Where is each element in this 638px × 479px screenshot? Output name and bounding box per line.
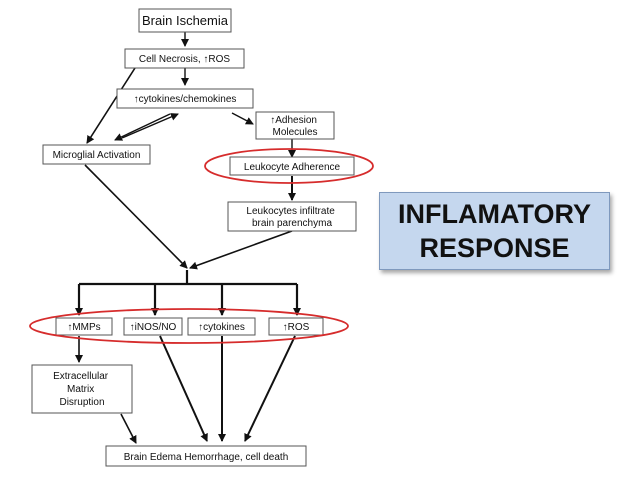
- node-leukocytes-infiltrate: Leukocytes infiltrate brain parenchyma: [227, 201, 357, 232]
- node-cytokines-chemokines: ↑cytokines/chemokines: [116, 88, 254, 109]
- node-adhesion-molecules: ↑Adhesion Molecules: [255, 111, 335, 140]
- arrow-inos-to-outcome: [159, 335, 208, 442]
- node-brain-ischemia: Brain Ischemia: [138, 8, 232, 33]
- node-ecm-line2: Matrix: [67, 384, 94, 395]
- line-microglial-to-junction: [84, 164, 188, 269]
- node-cytokines: ↑cytokines: [187, 317, 256, 336]
- svg-text:↑Adhesion Molecules: ↑Adhesion Molecules: [270, 115, 319, 138]
- svg-text:Extracellular Matrix: Extracellular Matrix Disruption: [53, 371, 111, 408]
- callout-text: INFLAMATORY RESPONSE: [398, 199, 591, 263]
- node-cell-necrosis: Cell Necrosis, ↑ROS: [124, 48, 245, 69]
- node-outcome-label: Brain Edema Hemorrhage, cell death: [124, 452, 289, 463]
- arrow-ecm-to-outcome: [120, 413, 137, 444]
- line-infiltrate-to-junction: [189, 230, 293, 270]
- node-infiltrate-line1: Leukocytes infiltrate: [246, 206, 335, 217]
- node-leukocyte-adherence: Leukocyte Adherence: [229, 156, 355, 176]
- node-cytokines-chemokines-label: ↑cytokines/chemokines: [134, 94, 237, 105]
- node-ecm-line3: Disruption: [59, 397, 104, 408]
- node-adhesion-line2: Molecules: [272, 127, 317, 138]
- node-ros-label: ↑ROS: [283, 322, 310, 333]
- node-leukocyte-adherence-label: Leukocyte Adherence: [244, 162, 341, 173]
- node-microglial-activation-label: Microglial Activation: [53, 150, 141, 161]
- node-extracellular-matrix: Extracellular Matrix Disruption: [31, 364, 133, 414]
- node-inos-no: ↑iNOS/NO: [123, 317, 183, 336]
- node-microglial-activation: Microglial Activation: [42, 144, 151, 165]
- arrow-cytokines-to-microglial: [114, 113, 171, 141]
- inflammatory-response-callout: INFLAMATORY RESPONSE: [379, 192, 610, 270]
- highlight-leukocyte-adherence: [204, 148, 374, 184]
- node-ros: ↑ROS: [268, 317, 324, 336]
- arrow-necrosis-to-microglial: [86, 67, 136, 144]
- arrow-ros-to-outcome: [244, 335, 296, 442]
- arrow-microglial-to-cytokines: [121, 113, 179, 139]
- highlight-mediators-row: [29, 308, 349, 344]
- node-mmps: ↑MMPs: [55, 317, 113, 336]
- node-ecm-line1: Extracellular: [53, 371, 109, 382]
- node-mmps-label: ↑MMPs: [67, 322, 100, 333]
- node-inos-no-label: ↑iNOS/NO: [130, 322, 177, 333]
- node-adhesion-line1: ↑Adhesion: [270, 115, 317, 126]
- node-brain-ischemia-label: Brain Ischemia: [142, 13, 229, 28]
- node-outcome: Brain Edema Hemorrhage, cell death: [105, 445, 307, 467]
- node-cell-necrosis-label: Cell Necrosis, ↑ROS: [139, 54, 230, 65]
- arrow-cytokines-to-adhesion: [231, 112, 254, 125]
- svg-text:Leukocytes infiltrate br: Leukocytes infiltrate brain parenchyma: [246, 206, 337, 229]
- node-infiltrate-line2: brain parenchyma: [252, 218, 332, 229]
- node-cytokines-label: ↑cytokines: [198, 322, 245, 333]
